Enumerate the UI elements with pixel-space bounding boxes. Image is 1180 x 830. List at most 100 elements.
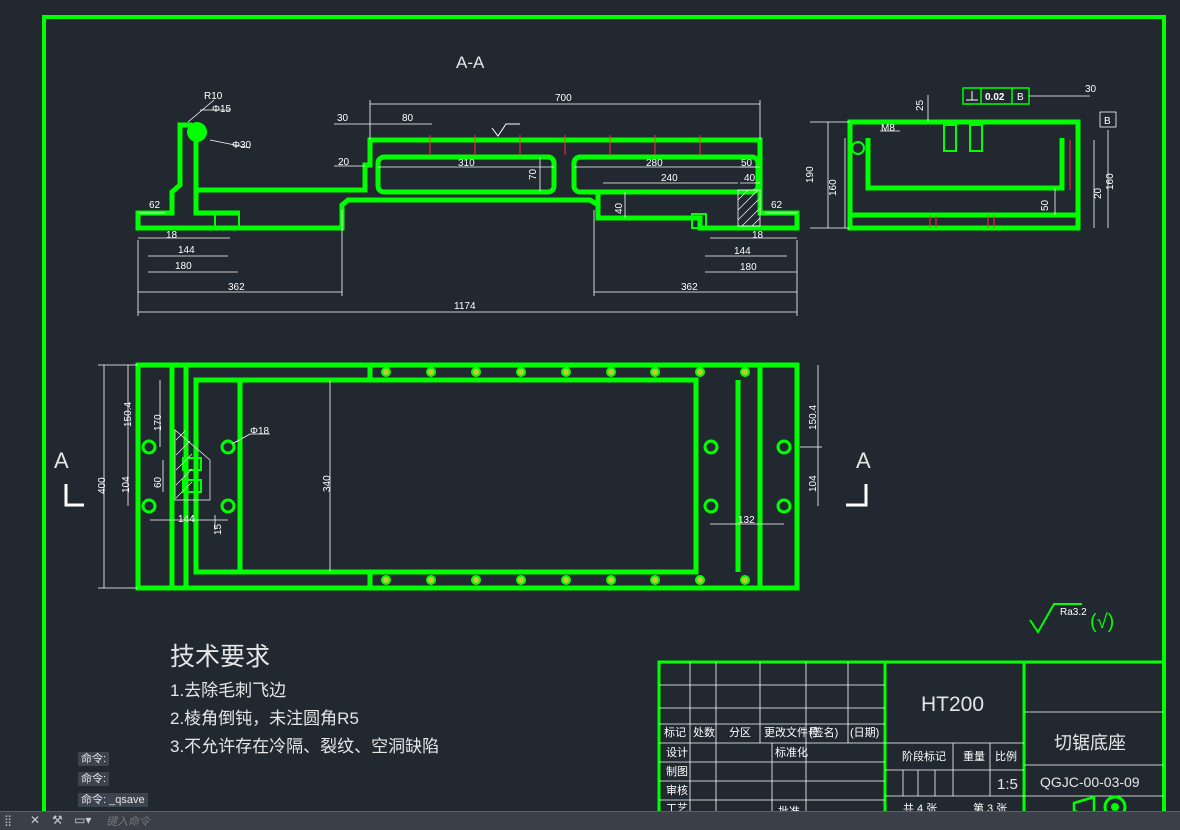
wrench-icon[interactable]: ⚒ (52, 813, 63, 827)
section-title: A-A (456, 53, 485, 72)
svg-text:160: 160 (1105, 173, 1116, 190)
svg-text:设计: 设计 (666, 746, 688, 759)
svg-text:280: 280 (646, 158, 663, 169)
svg-text:180: 180 (175, 261, 192, 272)
side-dim-texts: 190 160 25 M8 30 20 160 50 (805, 84, 1116, 211)
svg-text:25: 25 (915, 99, 926, 111)
roughness-symbol: Ra3.2 (√) (1029, 603, 1114, 634)
svg-text:(签名): (签名) (809, 725, 838, 739)
svg-text:(√): (√) (1090, 611, 1114, 633)
svg-text:104: 104 (808, 475, 819, 492)
close-icon[interactable]: ✕ (30, 813, 41, 827)
svg-text:18: 18 (752, 230, 764, 241)
command-input[interactable] (104, 813, 1158, 830)
svg-text:Φ30: Φ30 (232, 140, 252, 151)
svg-text:170: 170 (153, 414, 164, 431)
section-marker-right: A (846, 448, 871, 507)
svg-text:400: 400 (97, 477, 108, 494)
svg-text:更改文件号: 更改文件号 (764, 725, 819, 739)
svg-text:M8: M8 (881, 123, 895, 134)
command-history-line: 命令: (78, 752, 110, 766)
svg-text:分区: 分区 (729, 726, 751, 739)
roughness-symbol-small (491, 123, 520, 137)
svg-text:30: 30 (1085, 84, 1097, 95)
svg-text:180: 180 (740, 262, 757, 273)
svg-text:Ra3.2: Ra3.2 (1060, 607, 1087, 618)
svg-text:62: 62 (149, 200, 161, 211)
svg-text:A: A (54, 448, 69, 473)
svg-text:362: 362 (681, 282, 698, 293)
section-view-a-a (135, 122, 800, 231)
svg-text:160: 160 (828, 179, 839, 196)
svg-text:144: 144 (178, 245, 195, 256)
svg-text:B: B (1017, 92, 1024, 103)
bolt-holes (381, 367, 750, 585)
svg-text:150.4: 150.4 (123, 402, 134, 427)
tech-req-item: 2.棱角倒钝，未注圆角R5 (170, 709, 359, 728)
svg-text:处数: 处数 (693, 726, 715, 739)
svg-text:190: 190 (805, 166, 816, 183)
svg-text:340: 340 (322, 475, 333, 492)
svg-text:0.02: 0.02 (985, 92, 1005, 103)
svg-text:40: 40 (744, 173, 756, 184)
svg-text:20: 20 (338, 157, 350, 168)
svg-text:62: 62 (771, 200, 783, 211)
part-name: 切锯底座 (1054, 733, 1126, 753)
command-prompt-icon[interactable]: ▭▾ (74, 813, 92, 827)
svg-text:15: 15 (213, 523, 224, 535)
datum-b-box: B (1099, 111, 1117, 128)
material-text: HT200 (921, 693, 984, 716)
svg-text:144: 144 (178, 514, 195, 525)
svg-text:104: 104 (121, 476, 132, 493)
section-dimensions (137, 99, 798, 316)
grip-handle-icon[interactable]: ⣿ (4, 815, 13, 827)
top-dimensions (98, 364, 822, 589)
svg-text:B: B (1104, 116, 1111, 127)
geometric-tolerance-frame: 0.02 B (962, 87, 1060, 105)
svg-text:50: 50 (741, 158, 753, 169)
technical-requirements: 技术要求 1.去除毛刺飞边 2.棱角倒钝，未注圆角R5 3.不允许存在冷隔、裂纹… (170, 643, 439, 756)
svg-text:60: 60 (153, 476, 164, 488)
top-dim-texts: 400 150.4 170 104 60 340 Φ18 144 15 132 … (97, 402, 819, 535)
svg-text:50: 50 (1040, 199, 1051, 211)
command-line-bar: ⣿ ✕ ⚒ ▭▾ (0, 811, 1180, 830)
svg-text:阶段标记: 阶段标记 (902, 749, 946, 763)
svg-text:310: 310 (458, 158, 475, 169)
svg-text:80: 80 (402, 113, 414, 124)
svg-text:比例: 比例 (995, 749, 1017, 763)
side-view (847, 119, 1081, 231)
svg-text:700: 700 (555, 93, 572, 104)
svg-text:Φ15: Φ15 (212, 104, 232, 115)
side-dimensions (810, 95, 1109, 229)
svg-text:1174: 1174 (454, 301, 476, 312)
command-history-line: 命令: (78, 772, 110, 786)
title-block: 标记 处数 分区 更改文件号 (签名) (日期) 设计 制图 审核 工艺 标准化… (657, 660, 1166, 819)
svg-text:(日期): (日期) (850, 726, 879, 739)
top-view (135, 362, 800, 591)
svg-text:40: 40 (614, 202, 625, 214)
svg-text:A: A (856, 448, 871, 473)
svg-text:标准化: 标准化 (775, 745, 808, 759)
svg-text:1:5: 1:5 (997, 776, 1018, 793)
svg-text:制图: 制图 (666, 765, 688, 778)
svg-text:重量: 重量 (963, 749, 985, 763)
svg-text:150.4: 150.4 (808, 405, 819, 430)
svg-text:70: 70 (528, 168, 539, 180)
tech-req-item: 3.不允许存在冷隔、裂纹、空洞缺陷 (170, 737, 439, 756)
svg-text:标记: 标记 (664, 725, 686, 739)
svg-text:362: 362 (228, 282, 245, 293)
svg-text:240: 240 (661, 173, 678, 184)
section-dim-texts: R10 Φ15 Φ30 700 30 80 20 310 70 280 50 2… (149, 91, 783, 312)
svg-text:18: 18 (166, 230, 178, 241)
tech-req-title: 技术要求 (170, 643, 270, 671)
section-marker-left: A (54, 448, 84, 507)
tech-req-item: 1.去除毛刺飞边 (170, 681, 286, 700)
svg-text:20: 20 (1093, 187, 1104, 199)
svg-text:R10: R10 (204, 91, 223, 102)
command-history-line: 命令: _qsave (78, 793, 148, 807)
drawing-number: QGJC-00-03-09 (1040, 774, 1140, 790)
svg-text:Φ18: Φ18 (250, 426, 270, 437)
svg-text:审核: 审核 (666, 783, 688, 797)
svg-text:30: 30 (337, 113, 349, 124)
